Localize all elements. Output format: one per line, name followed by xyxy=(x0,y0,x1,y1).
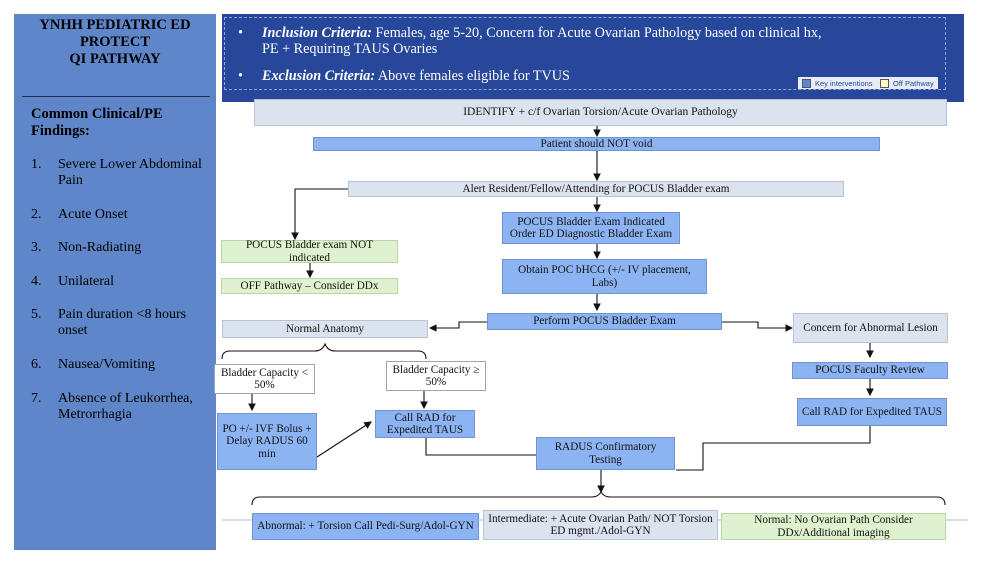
inclusion-label: Inclusion Criteria: xyxy=(262,25,372,41)
finding-item: 4.Unilateral xyxy=(31,274,114,289)
outcome-abnormal-box: Abnormal: + Torsion Call Pedi-Surg/Adol-… xyxy=(252,513,479,540)
finding-item: 5.Pain duration <8 hours onset xyxy=(31,307,187,338)
outcomes-bracket xyxy=(251,490,946,506)
perform-exam-box: Perform POCUS Bladder Exam xyxy=(487,313,722,330)
line-callrad-left-radus xyxy=(425,438,536,456)
arrow-perform-abnormal xyxy=(722,321,794,332)
sidebar-divider xyxy=(22,96,210,97)
pathway-title: YNHH PEDIATRIC ED PROTECT QI PATHWAY xyxy=(39,17,191,67)
capacity-low-box: Bladder Capacity < 50% xyxy=(214,364,315,394)
call-rad-right-box: Call RAD for Expedited TAUS xyxy=(797,398,947,426)
finding-item: 6.Nausea/Vomiting xyxy=(31,357,155,372)
off-pathway-swatch xyxy=(880,78,889,88)
findings-heading: Common Clinical/PE Findings: xyxy=(31,106,163,139)
normal-anatomy-box: Normal Anatomy xyxy=(222,320,428,338)
exclusion-text: Above females eligible for TVUS xyxy=(377,68,570,84)
arrow-poivf-callrad xyxy=(316,421,372,458)
inclusion-criteria: • Inclusion Criteria: Females, age 5-20,… xyxy=(238,25,822,57)
capacity-high-box: Bladder Capacity ≥ 50% xyxy=(386,361,486,391)
finding-item: 2.Acute Onset xyxy=(31,207,128,222)
key-interventions-swatch xyxy=(802,78,811,88)
identify-box: IDENTIFY + c/f Ovarian Torsion/Acute Ova… xyxy=(254,99,947,126)
bhcg-box: Obtain POC bHCG (+/- IV placement, Labs) xyxy=(502,259,707,294)
sidebar xyxy=(14,14,216,550)
off-pathway-box: OFF Pathway – Consider DDx xyxy=(221,278,398,294)
faculty-review-box: POCUS Faculty Review xyxy=(792,362,948,379)
exclusion-criteria: • Exclusion Criteria: Above females elig… xyxy=(238,68,570,84)
line-callrad-right-radus xyxy=(676,426,871,471)
abnormal-lesion-box: Concern for Abnormal Lesion xyxy=(793,313,948,343)
outcome-normal-box: Normal: No Ovarian Path Consider DDx/Add… xyxy=(721,513,946,540)
normal-anatomy-bracket xyxy=(221,342,427,360)
arrow-alert-not-indicated xyxy=(291,188,350,241)
legend-off-pathway: Off Pathway xyxy=(876,77,938,89)
finding-item: 7.Absence of Leukorrhea, Metrorrhagia xyxy=(31,391,193,422)
no-void-box: Patient should NOT void xyxy=(313,137,880,151)
inclusion-text: Females, age 5-20, Concern for Acute Ova… xyxy=(262,25,822,57)
arrow-perform-normal xyxy=(428,321,487,332)
outcome-intermediate-box: Intermediate: + Acute Ovarian Path/ NOT … xyxy=(483,510,718,540)
finding-item: 1.Severe Lower Abdominal Pain xyxy=(31,157,202,188)
legend-key-interventions: Key interventions xyxy=(798,77,877,89)
alert-box: Alert Resident/Fellow/Attending for POCU… xyxy=(348,181,844,197)
finding-item: 3.Non-Radiating xyxy=(31,240,142,255)
criteria-frame xyxy=(224,17,946,90)
exclusion-label: Exclusion Criteria: xyxy=(262,68,376,84)
not-indicated-box: POCUS Bladder exam NOT indicated xyxy=(221,239,398,264)
radus-box: RADUS Confirmatory Testing xyxy=(536,437,675,470)
po-ivf-box: PO +/- IVF Bolus + Delay RADUS 60 min xyxy=(217,413,317,470)
indicated-box: POCUS Bladder Exam Indicated Order ED Di… xyxy=(502,212,680,244)
call-rad-left-box: Call RAD for Expedited TAUS xyxy=(375,410,475,438)
